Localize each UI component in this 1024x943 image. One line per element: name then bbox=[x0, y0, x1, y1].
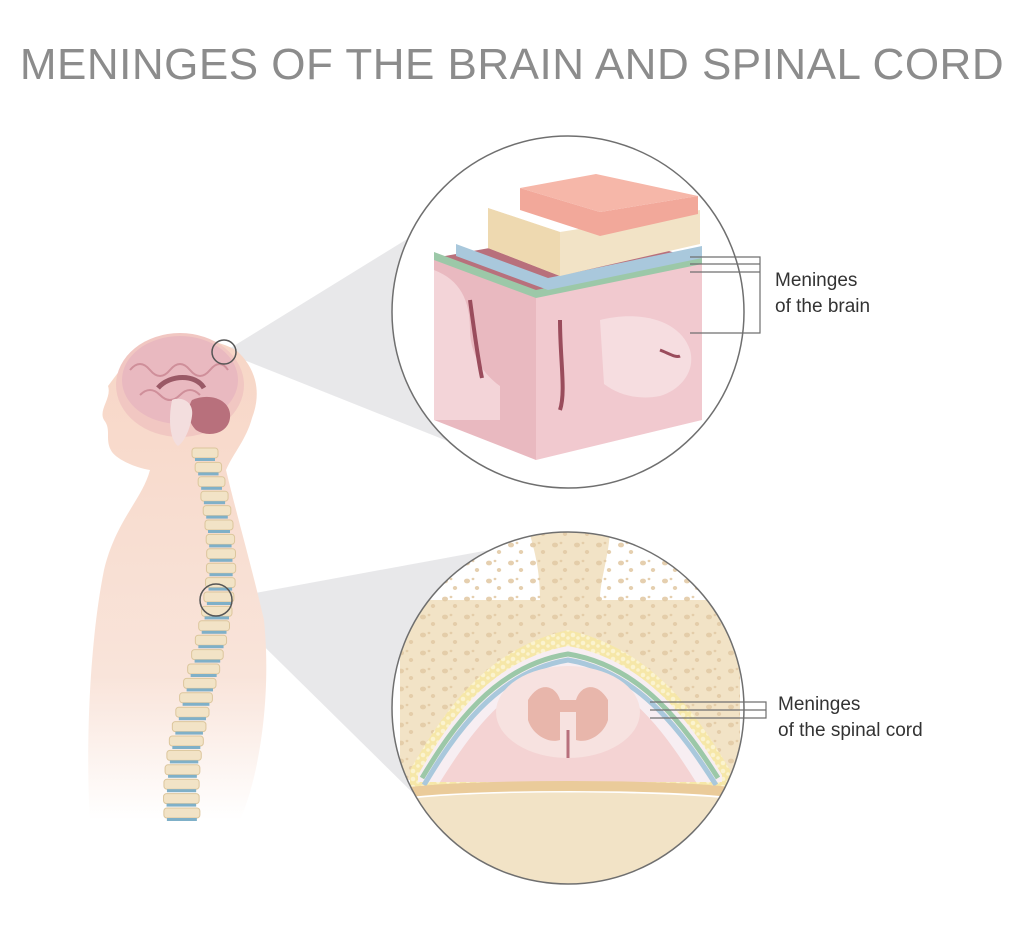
vertebra bbox=[163, 793, 200, 805]
vertebra bbox=[187, 663, 221, 675]
cerebellum bbox=[188, 396, 231, 434]
spinal-label-line1: Meninges bbox=[778, 694, 861, 715]
vertebra bbox=[203, 591, 235, 603]
corpus-callosum bbox=[156, 375, 207, 390]
spinal-meninges-detail bbox=[391, 531, 767, 885]
intervertebral-disc bbox=[198, 472, 219, 476]
intervertebral-disc bbox=[209, 558, 233, 562]
brainstem bbox=[170, 398, 193, 446]
vertebra bbox=[200, 490, 229, 502]
vertebra bbox=[171, 721, 207, 733]
intervertebral-disc bbox=[166, 789, 197, 793]
vertebra bbox=[166, 749, 202, 761]
intervertebral-disc bbox=[169, 760, 199, 764]
intervertebral-disc bbox=[206, 515, 228, 519]
intervertebral-disc bbox=[182, 702, 210, 706]
intervertebral-disc bbox=[207, 530, 230, 533]
vertebra bbox=[191, 649, 224, 661]
vertebra bbox=[194, 461, 223, 473]
body-silhouette bbox=[88, 339, 267, 820]
intervertebral-disc bbox=[190, 674, 217, 677]
spine bbox=[163, 447, 237, 821]
brain-locator-circle bbox=[211, 339, 237, 365]
brain-label-line2: of the brain bbox=[775, 296, 871, 317]
intervertebral-disc bbox=[168, 774, 197, 778]
intervertebral-disc bbox=[194, 659, 221, 663]
intervertebral-disc bbox=[201, 486, 222, 490]
intervertebral-disc bbox=[206, 602, 231, 605]
vertebra bbox=[197, 476, 226, 488]
spinal-meninges-label: Meninges of the spinal cord bbox=[778, 692, 923, 744]
vertebra bbox=[194, 634, 228, 646]
vertebra bbox=[205, 533, 236, 545]
vertebra bbox=[163, 807, 201, 819]
intervertebral-disc bbox=[203, 501, 226, 505]
vertebra bbox=[206, 548, 236, 560]
vertebra bbox=[198, 620, 231, 632]
intervertebral-disc bbox=[172, 746, 201, 749]
diagram-title: MENINGES OF THE BRAIN AND SPINAL CORD bbox=[19, 40, 1005, 89]
brain-mini-folds bbox=[129, 363, 229, 401]
intervertebral-disc bbox=[178, 717, 207, 721]
intervertebral-disc bbox=[198, 645, 224, 649]
vertebra bbox=[163, 778, 200, 790]
vertebra bbox=[202, 505, 232, 517]
brain-label-line1: Meninges bbox=[775, 270, 858, 291]
vertebra bbox=[164, 764, 201, 776]
vertebra bbox=[175, 706, 210, 718]
intervertebral-disc bbox=[201, 630, 227, 634]
intervertebral-disc bbox=[166, 803, 197, 807]
intervertebral-disc bbox=[195, 458, 215, 461]
vertebra bbox=[204, 519, 234, 531]
intervertebral-disc bbox=[204, 616, 229, 620]
intervertebral-disc bbox=[209, 573, 233, 577]
vertebra bbox=[205, 562, 237, 574]
vertebra bbox=[205, 577, 236, 589]
intervertebral-disc bbox=[186, 688, 214, 692]
intervertebral-disc bbox=[209, 544, 232, 548]
vertebra bbox=[191, 447, 219, 459]
spinal-label-line2: of the spinal cord bbox=[778, 720, 923, 741]
vertebra bbox=[183, 677, 217, 689]
vertebra bbox=[179, 692, 213, 704]
brain-meninges-label: Meninges of the brain bbox=[775, 268, 870, 320]
spine-locator-circle bbox=[199, 583, 233, 617]
brain-meninges-detail bbox=[391, 135, 761, 489]
vertebra bbox=[168, 735, 204, 747]
intervertebral-disc bbox=[166, 818, 197, 821]
intervertebral-disc bbox=[175, 731, 203, 735]
intervertebral-disc bbox=[208, 587, 233, 591]
